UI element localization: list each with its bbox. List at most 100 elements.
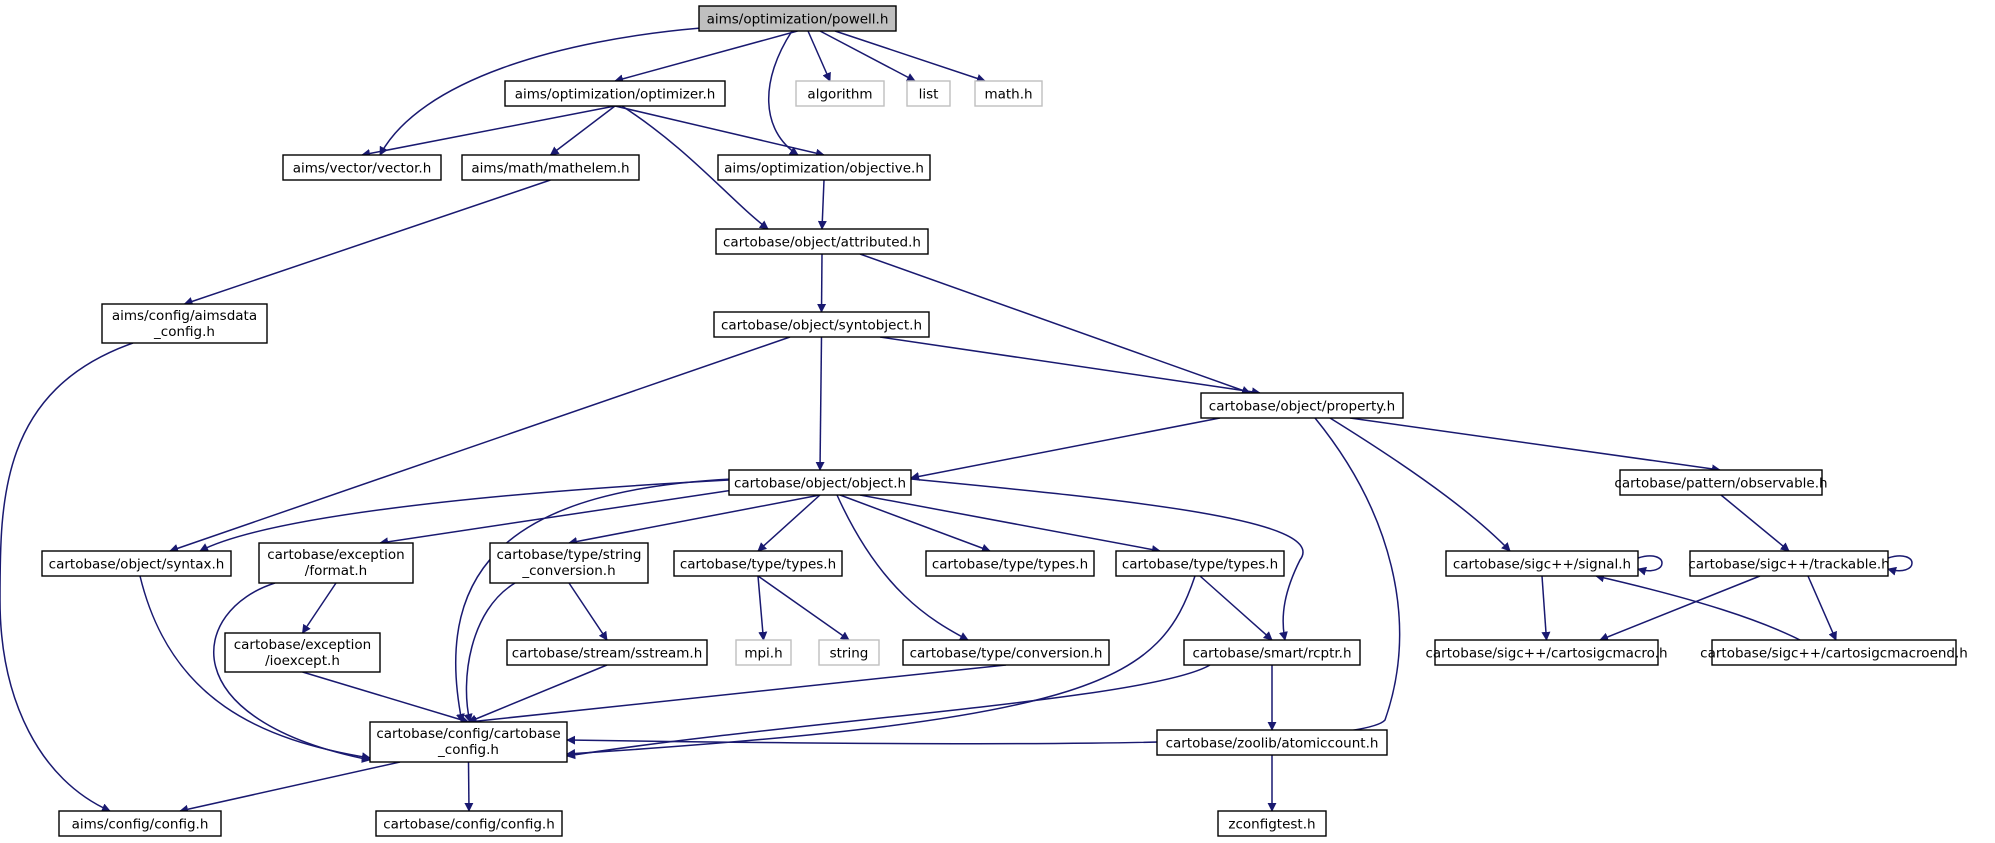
node-property[interactable]: cartobase/object/property.h [1200, 392, 1404, 419]
node-types3[interactable]: cartobase/type/types.h [1115, 550, 1285, 577]
node-box [504, 80, 726, 107]
edge-property-to-object [910, 417, 1221, 481]
edge-types3-to-cartobase_config [566, 575, 1196, 758]
edge-object-to-types1 [757, 494, 821, 552]
node-observable[interactable]: cartobase/pattern/observable.h [1614, 469, 1828, 496]
node-conversion[interactable]: cartobase/type/conversion.h [902, 639, 1110, 666]
node-box [41, 550, 232, 577]
node-box [717, 154, 931, 181]
node-box [673, 550, 843, 577]
node-types1[interactable]: cartobase/type/types.h [673, 550, 843, 577]
node-label: cartobase/type/string_conversion.h [497, 547, 642, 579]
node-label: cartobase/sigc++/signal.h [1453, 557, 1631, 573]
node-vector[interactable]: aims/vector/vector.h [282, 154, 442, 181]
node-object[interactable]: cartobase/object/object.h [728, 469, 912, 496]
node-label: cartobase/config/config.h [383, 817, 555, 833]
node-box [461, 154, 640, 181]
edge-object-to-conversion [836, 494, 969, 641]
node-box [1434, 639, 1659, 666]
node-label: math.h [984, 87, 1032, 103]
edge-mathelem-to-aimsdata_config [183, 179, 551, 306]
node-box [698, 5, 897, 32]
node-signal[interactable]: cartobase/sigc++/signal.h [1445, 550, 1639, 577]
node-mathelem[interactable]: aims/math/mathelem.h [461, 154, 640, 181]
edge-powell-to-list [819, 30, 916, 82]
node-algorithm: algorithm [795, 80, 885, 107]
node-syntax[interactable]: cartobase/object/syntax.h [41, 550, 232, 577]
edge-syntobject-to-syntax [169, 336, 791, 553]
node-label: string [830, 646, 869, 662]
node-box [258, 542, 414, 584]
node-syntobject[interactable]: cartobase/object/syntobject.h [713, 311, 930, 338]
node-label: zconfigtest.h [1228, 817, 1315, 833]
node-box [715, 228, 929, 255]
node-zconfigtest[interactable]: zconfigtest.h [1217, 810, 1327, 837]
edge-property-to-signal [1329, 417, 1511, 552]
edge-trackable-to-trackable [1887, 555, 1913, 576]
node-box [1445, 550, 1639, 577]
node-label: cartobase/object/attributed.h [723, 235, 921, 251]
edge-observable-to-trackable [1720, 494, 1790, 552]
edge-syntobject-to-property [879, 336, 1261, 397]
edge-powell-to-vector [379, 27, 702, 156]
node-rcptr[interactable]: cartobase/smart/rcptr.h [1183, 639, 1361, 666]
node-cartosigcmacroend[interactable]: cartobase/sigc++/cartosigcmacroend.h [1700, 639, 1968, 666]
node-label: cartobase/sigc++/trackable.h [1688, 557, 1889, 573]
node-string: string [818, 639, 880, 666]
node-optimizer[interactable]: aims/optimization/optimizer.h [504, 80, 726, 107]
edge-syntobject-to-object [815, 336, 825, 471]
node-label: aims/config/aimsdata_config.h [112, 308, 257, 340]
node-sstream[interactable]: cartobase/stream/sstream.h [506, 639, 708, 666]
edge-powell-to-algorithm [807, 30, 831, 82]
node-box [1115, 550, 1285, 577]
node-cartobase_config_config[interactable]: cartobase/config/config.h [375, 810, 563, 837]
node-box [224, 632, 381, 673]
node-label: cartobase/exception/format.h [267, 547, 405, 579]
node-ioexcept[interactable]: cartobase/exception/ioexcept.h [224, 632, 381, 673]
node-box [795, 80, 885, 107]
edge-rcptr-to-cartobase_config [566, 664, 1211, 760]
node-types2[interactable]: cartobase/type/types.h [925, 550, 1095, 577]
node-box [1156, 729, 1388, 756]
node-label: cartobase/exception/ioexcept.h [234, 637, 372, 669]
node-box [902, 639, 1110, 666]
edge-property-to-cartobase_config [566, 417, 1401, 745]
node-cartosigcmacro[interactable]: cartobase/sigc++/cartosigcmacro.h [1425, 639, 1668, 666]
node-label: cartobase/stream/sstream.h [512, 646, 703, 662]
edge-ioexcept-to-cartobase_config [302, 671, 470, 724]
node-label: cartobase/config/cartobase_config.h [376, 726, 560, 758]
node-objective[interactable]: aims/optimization/objective.h [717, 154, 931, 181]
node-box [818, 639, 880, 666]
node-label: cartobase/object/object.h [734, 476, 906, 492]
node-attributed[interactable]: cartobase/object/attributed.h [715, 228, 929, 255]
node-label: cartobase/zoolib/atomiccount.h [1166, 736, 1379, 752]
node-cartobase_config[interactable]: cartobase/config/cartobase_config.h [369, 721, 568, 763]
node-string_conversion[interactable]: cartobase/type/string_conversion.h [489, 542, 649, 584]
node-box [1217, 810, 1327, 837]
edge-optimizer-to-objective [614, 105, 825, 158]
node-powell[interactable]: aims/optimization/powell.h [698, 5, 897, 32]
node-trackable[interactable]: cartobase/sigc++/trackable.h [1688, 550, 1890, 577]
node-box [101, 303, 268, 344]
node-aimsdata_config[interactable]: aims/config/aimsdata_config.h [101, 303, 268, 344]
node-label: algorithm [807, 87, 872, 103]
node-box [1711, 639, 1957, 666]
edge-trackable-to-cartosigcmacroend [1807, 575, 1837, 641]
node-label: aims/optimization/optimizer.h [515, 87, 716, 103]
node-aims_config[interactable]: aims/config/config.h [58, 810, 222, 837]
edge-object-to-rcptr [910, 478, 1304, 641]
node-label: list [919, 87, 939, 103]
node-label: cartobase/object/property.h [1209, 399, 1395, 415]
edge-cartobase_config-to-aims_config [179, 761, 401, 814]
node-box [58, 810, 222, 837]
edge-trackable-to-cartosigcmacro [1599, 575, 1761, 642]
node-label: aims/vector/vector.h [293, 161, 432, 177]
node-format[interactable]: cartobase/exception/format.h [258, 542, 414, 584]
node-box [925, 550, 1095, 577]
node-atomiccount[interactable]: cartobase/zoolib/atomiccount.h [1156, 729, 1388, 756]
edge-attributed-to-syntobject [817, 253, 827, 313]
edge-optimizer-to-vector [361, 105, 616, 158]
edge-signal-to-cartosigcmacro [1541, 575, 1551, 641]
edge-property-to-observable [1349, 417, 1721, 474]
edge-optimizer-to-mathelem [549, 105, 616, 156]
